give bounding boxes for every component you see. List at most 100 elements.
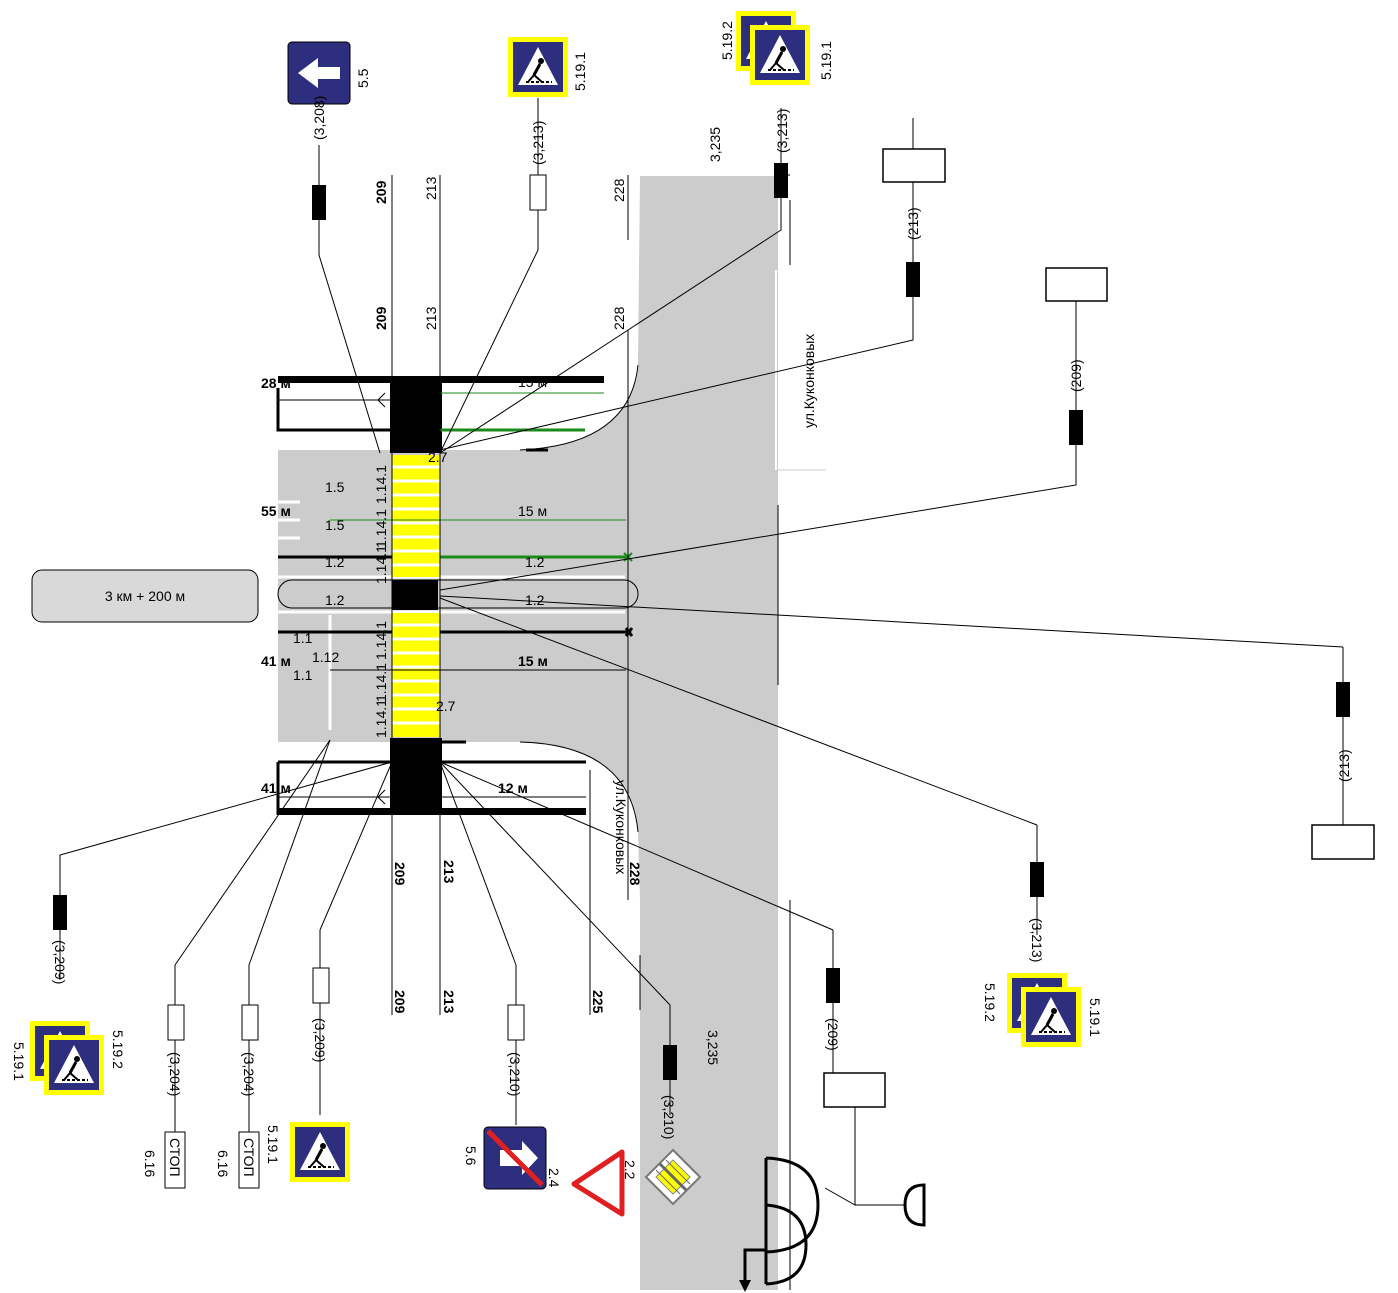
cable-label: (209) (1068, 359, 1084, 392)
sign-code: 5.19.2 (719, 21, 735, 60)
picket-label: 209 (392, 862, 408, 886)
distance-label: 55 м (261, 503, 291, 519)
distance-label: 28 м (261, 375, 291, 391)
picket-label: 225 (590, 990, 606, 1014)
traffic-light-symbol (739, 1156, 926, 1292)
crosswalk-bottom (392, 613, 440, 737)
picket-label: 228 (611, 306, 627, 330)
distance-label: 12 м (498, 780, 528, 796)
street-label: ул.Куконковых (613, 780, 629, 874)
sign-code: 5.19.1 (818, 41, 834, 80)
sign-5-5 (287, 41, 351, 105)
picket-label: 213 (423, 306, 439, 330)
sign-code: 5.5 (355, 68, 371, 88)
distance-label: 41 м (261, 653, 291, 669)
horizontal-labels: 1.5 1.5 1.2 1.2 1.2 1.2 1.1 1.12 1.1 2.7… (293, 449, 545, 714)
sign-stop-1 (164, 1131, 186, 1189)
sign-code: 2.4 (546, 1168, 562, 1188)
sign-code: 1.14.1 (373, 465, 389, 504)
mark-label: 2.7 (428, 449, 448, 465)
cable-label: (209) (825, 1018, 841, 1051)
sign-5-19-1-bottom (288, 1120, 352, 1184)
picket-label: 228 (611, 178, 627, 202)
sign-code: 5.19.2 (982, 983, 998, 1022)
sign-5-19-double-top (736, 11, 810, 85)
sign-5-19-double-right (1007, 973, 1081, 1047)
cable-label: (3,210) (507, 1052, 523, 1096)
stop-text: СТОП (241, 1138, 257, 1177)
picket-label: 228 (627, 862, 643, 886)
sign-5-6 (483, 1126, 547, 1190)
mark-label: 1.2 (525, 554, 545, 570)
sign-code: 5.19.1 (11, 1042, 27, 1081)
distance-label: 15 м (518, 374, 547, 390)
crosswalk-top (392, 455, 440, 577)
sign-code: 5.19.1 (1087, 998, 1103, 1037)
sign-code: 1.14.1 (373, 663, 389, 702)
sign-5-19-1-top (506, 35, 570, 99)
leader-lines (59, 98, 1344, 1206)
sign-code: 5.6 (463, 1146, 479, 1166)
green-lines (330, 392, 633, 562)
mark-label: 1.1 (293, 630, 313, 646)
road-surface (278, 174, 826, 1290)
sign-2-4 (571, 1149, 625, 1217)
lane-markings (278, 500, 625, 730)
mark-label: 1.5 (325, 517, 345, 533)
sign-code: 6.16 (215, 1150, 231, 1177)
picket-label: 209 (392, 990, 408, 1014)
sign-2-2 (644, 1148, 702, 1206)
picket-label: 213 (441, 860, 457, 884)
controller-boxes (823, 148, 1375, 1108)
picket-label: 209 (373, 180, 389, 204)
sign-code: 6.16 (142, 1150, 158, 1177)
cable-label: (3,204) (241, 1052, 257, 1096)
distance-labels: 28 м 15 м 55 м 15 м 41 м 15 м 41 м 12 м (261, 374, 548, 796)
mark-label: 1.2 (325, 554, 345, 570)
sign-code: 5.19.2 (110, 1030, 126, 1069)
pole-symbols (53, 163, 1350, 1080)
sign-code: 5.19.1 (572, 52, 588, 91)
mark-label: 1.1 (293, 667, 313, 683)
cable-label: (3,209) (52, 940, 68, 984)
cable-label: (213) (905, 207, 921, 240)
sign-code: 1.14.1 (373, 699, 389, 738)
sign-code: 1.14.1 (373, 621, 389, 660)
cable-label: (3,208) (311, 96, 327, 140)
sign-code: 2.2 (622, 1160, 638, 1180)
mark-label: 2.7 (436, 698, 456, 714)
distance-label: 15 м (518, 503, 547, 519)
mark-label: 1.12 (312, 649, 339, 665)
mark-label: 1.2 (325, 592, 345, 608)
sign-code: 1.14.1 (373, 509, 389, 548)
mark-label: 1.5 (325, 479, 345, 495)
picket-label: 213 (441, 990, 457, 1014)
cable-lines (276, 388, 634, 815)
rotated-labels-down: ул.Куконковых 209 213 228 209 213 225 3,… (11, 780, 1103, 1188)
picket-label: 213 (423, 176, 439, 200)
cable-label: (3,209) (312, 1018, 328, 1062)
distance-label: 15 м (518, 653, 548, 669)
distance-label: 41 м (261, 780, 291, 796)
sign-5-19-double-left (30, 1021, 104, 1095)
median-island (277, 579, 639, 609)
picket-label: 209 (373, 306, 389, 330)
cable-label: (213) (1336, 749, 1352, 782)
cable-label: (3,210) (661, 1095, 677, 1139)
stop-text: СТОП (167, 1138, 183, 1177)
picket-label: 3,235 (705, 1030, 721, 1065)
location-box (31, 569, 259, 623)
cable-label: (3,213) (1029, 918, 1045, 962)
picket-label: 3,235 (707, 127, 723, 162)
mark-label: 1.2 (525, 592, 545, 608)
sign-code: 1.14.1 (373, 545, 389, 584)
rotated-labels: 209 213 228 3,235 209 213 228 ул.Куконко… (311, 21, 1352, 782)
sign-code: 5.19.1 (265, 1125, 281, 1164)
cable-label: (3,213) (774, 109, 790, 153)
sign-stop-2 (238, 1131, 260, 1189)
cable-label: (3,213) (530, 121, 546, 165)
stop-bars (278, 376, 604, 815)
location-label: 3 км + 200 м (105, 588, 185, 604)
street-label: ул.Куконковых (801, 334, 817, 428)
